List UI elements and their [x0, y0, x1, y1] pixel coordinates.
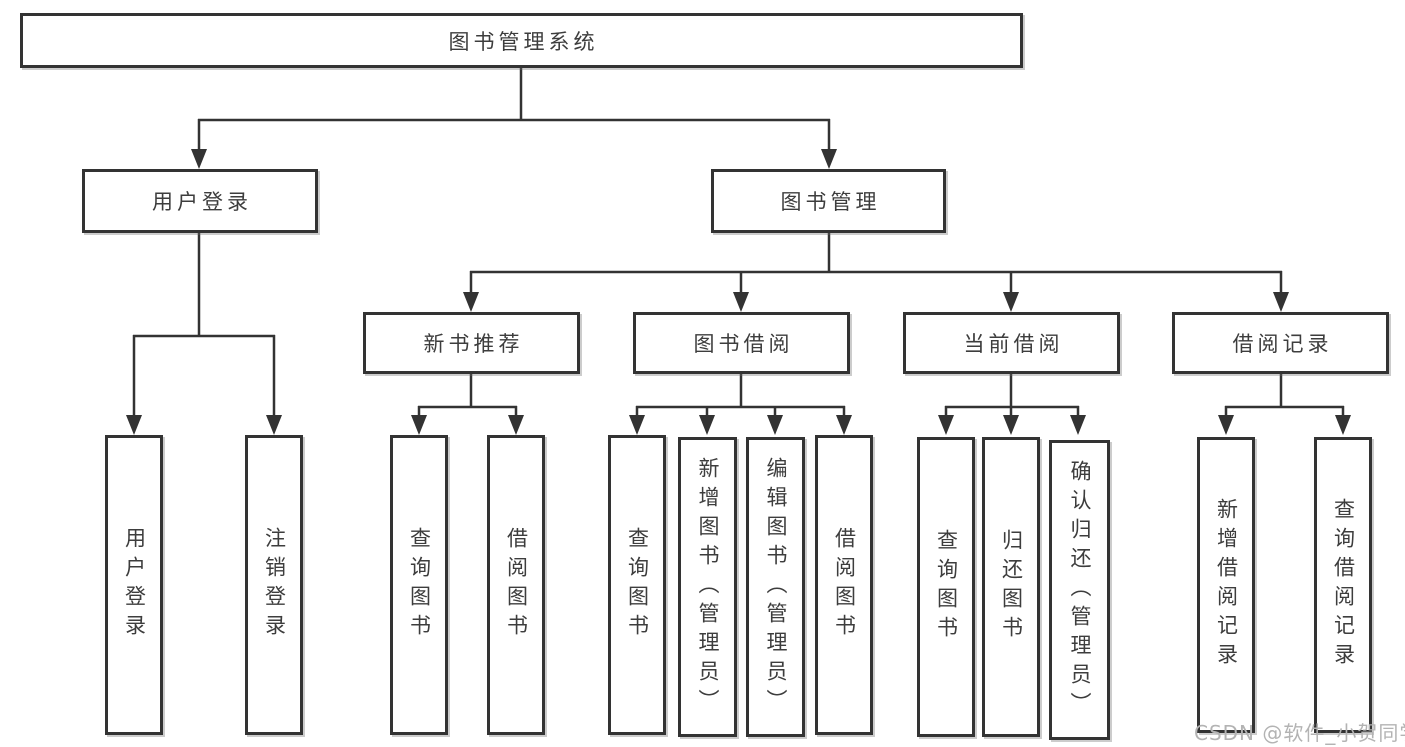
arrowhead-icon	[836, 415, 852, 435]
node-current-borrowing: 当前借阅	[903, 312, 1120, 374]
leaf-current-query-books-label: 查询图书	[934, 529, 959, 645]
leaf-logout-label: 注销登录	[262, 527, 287, 643]
arrowhead-icon	[733, 292, 749, 312]
node-root-label: 图书管理系统	[448, 29, 599, 54]
leaf-newrec-borrow-books: 借阅图书	[487, 435, 545, 735]
node-borrowing-records: 借阅记录	[1172, 312, 1389, 374]
arrowhead-icon	[508, 415, 524, 435]
leaf-records-query-record: 查询借阅记录	[1314, 437, 1372, 733]
arrowhead-icon	[629, 415, 645, 435]
leaf-borrow-add-books-admin: 新增图书（管理员）	[678, 437, 737, 737]
leaf-records-add-record-label: 新增借阅记录	[1214, 498, 1239, 672]
arrowhead-icon	[126, 415, 142, 435]
leaf-records-add-record: 新增借阅记录	[1197, 437, 1255, 733]
arrowhead-icon	[699, 415, 715, 435]
arrowhead-icon	[191, 149, 207, 169]
edge-bookmgmt-to-level3	[469, 233, 1283, 294]
arrowhead-icon	[1218, 415, 1234, 435]
node-user-login: 用户登录	[82, 169, 318, 233]
leaf-logout: 注销登录	[245, 435, 303, 735]
leaf-newrec-query-books: 查询图书	[390, 435, 448, 735]
leaf-current-return-books: 归还图书	[982, 437, 1040, 737]
csdn-watermark: CSDN @软件_小贺同学	[1194, 721, 1405, 745]
leaf-user-login-label: 用户登录	[122, 527, 147, 643]
arrowheads	[126, 149, 1351, 435]
arrowhead-icon	[1335, 415, 1351, 435]
node-book-borrowing-label: 图书借阅	[693, 332, 794, 356]
leaf-borrow-add-books-admin-label: 新增图书（管理员）	[696, 456, 720, 718]
node-current-borrowing-label: 当前借阅	[963, 332, 1064, 356]
arrowhead-icon	[463, 292, 479, 312]
arrowhead-icon	[821, 149, 837, 169]
node-book-borrowing: 图书借阅	[633, 312, 850, 374]
leaf-current-confirm-return-admin-label: 确认归还（管理员）	[1068, 459, 1092, 721]
edge-level3-to-leaves	[417, 374, 1345, 417]
edge-root-to-level2	[197, 68, 831, 151]
leaf-current-confirm-return-admin: 确认归还（管理员）	[1049, 440, 1110, 740]
node-new-book-recommend: 新书推荐	[363, 312, 580, 374]
arrowhead-icon	[1070, 415, 1086, 435]
leaf-newrec-borrow-books-label: 借阅图书	[504, 527, 529, 643]
arrowhead-icon	[938, 415, 954, 435]
node-book-management: 图书管理	[711, 169, 946, 233]
leaf-borrow-borrow-books-label: 借阅图书	[832, 527, 857, 643]
node-borrowing-records-label: 借阅记录	[1232, 332, 1333, 356]
leaf-borrow-query-books-label: 查询图书	[625, 527, 650, 643]
arrowhead-icon	[1273, 292, 1289, 312]
arrowhead-icon	[1003, 415, 1019, 435]
leaf-borrow-borrow-books: 借阅图书	[815, 435, 873, 735]
node-root: 图书管理系统	[20, 13, 1023, 68]
node-new-book-recommend-label: 新书推荐	[423, 332, 524, 356]
leaf-newrec-query-books-label: 查询图书	[407, 527, 432, 643]
arrowhead-icon	[266, 415, 282, 435]
edge-userlogin-to-leaves	[132, 233, 276, 417]
arrowhead-icon	[767, 415, 783, 435]
leaf-current-return-books-label: 归还图书	[999, 529, 1024, 645]
tree-edges	[132, 68, 1345, 417]
leaf-borrow-edit-books-admin: 编辑图书（管理员）	[746, 437, 805, 737]
leaf-borrow-edit-books-admin-label: 编辑图书（管理员）	[764, 456, 788, 718]
leaf-user-login: 用户登录	[105, 435, 163, 735]
node-user-login-label: 用户登录	[152, 190, 252, 214]
leaf-records-query-record-label: 查询借阅记录	[1331, 498, 1356, 672]
arrowhead-icon	[1003, 292, 1019, 312]
leaf-current-query-books: 查询图书	[917, 437, 975, 737]
arrowhead-icon	[411, 415, 427, 435]
leaf-borrow-query-books: 查询图书	[608, 435, 666, 735]
node-book-management-label: 图书管理	[780, 190, 881, 214]
